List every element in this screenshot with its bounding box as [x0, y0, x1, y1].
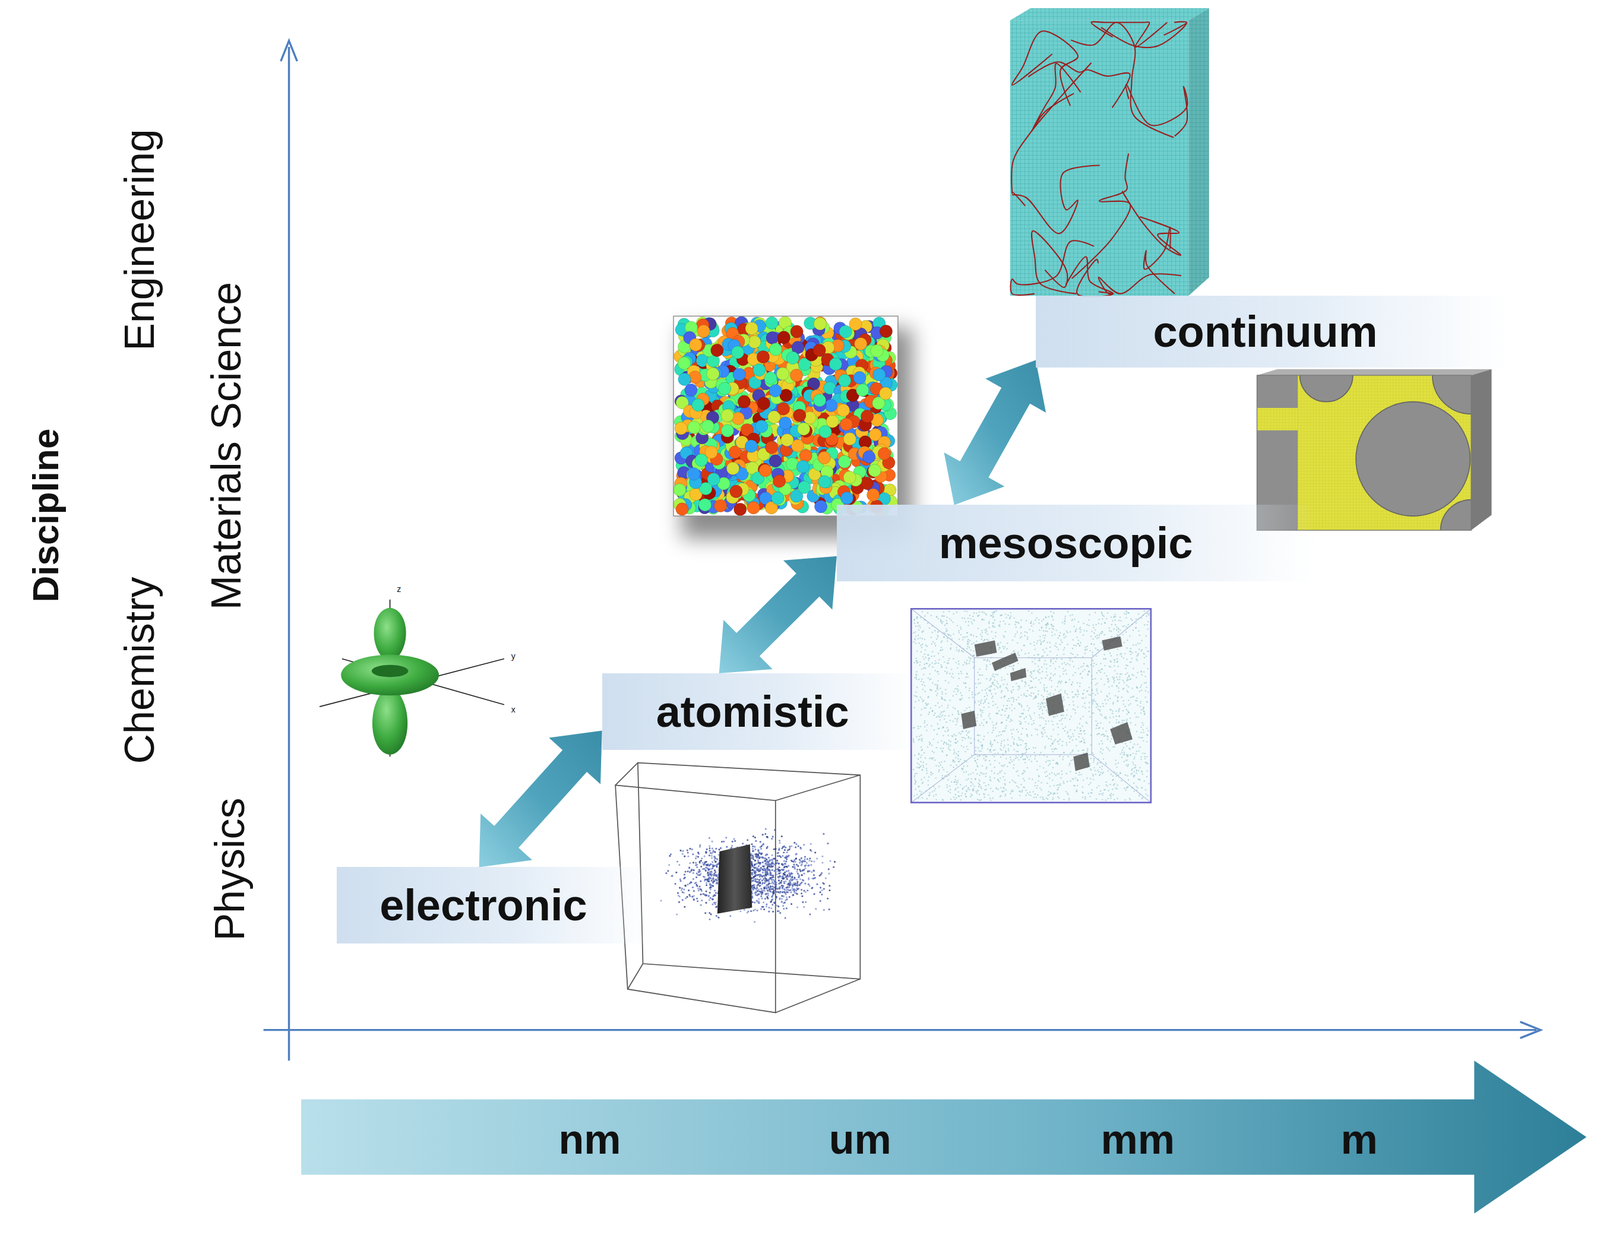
diagram-stage: electronicatomisticmesoscopiccontinuumDi…: [0, 0, 1600, 1238]
